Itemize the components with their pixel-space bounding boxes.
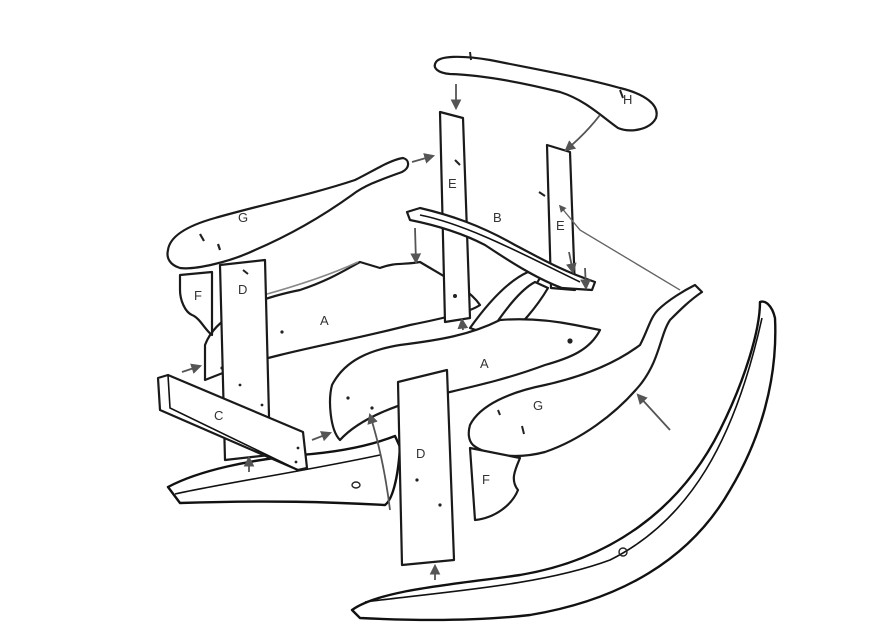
label-d-right: D <box>416 446 425 461</box>
part-labels: H G G E E B F F D D A A C <box>194 92 632 487</box>
label-a-right: A <box>480 356 489 371</box>
back-post-e-right <box>538 143 577 292</box>
label-b: B <box>493 210 502 225</box>
seat-side-a-right <box>329 318 602 442</box>
label-d-left: D <box>238 282 247 297</box>
label-f-left: F <box>194 288 202 303</box>
rocker-right <box>350 300 777 622</box>
crosspiece-b <box>405 206 597 292</box>
label-h: H <box>623 92 632 107</box>
label-g-right: G <box>533 398 543 413</box>
front-rail-c <box>156 373 309 472</box>
assembly-arrows <box>181 84 681 580</box>
label-g-left: G <box>238 210 248 225</box>
label-a-left: A <box>320 313 329 328</box>
label-f-right: F <box>482 472 490 487</box>
top-rail-h <box>433 51 658 132</box>
label-e-left: E <box>448 176 457 191</box>
front-leg-d-right <box>396 368 456 567</box>
label-e-right: E <box>556 218 565 233</box>
bracket-f-right <box>468 446 522 522</box>
bracket-f-left <box>178 270 214 337</box>
label-c: C <box>214 408 223 423</box>
arm-g-left <box>166 156 410 270</box>
